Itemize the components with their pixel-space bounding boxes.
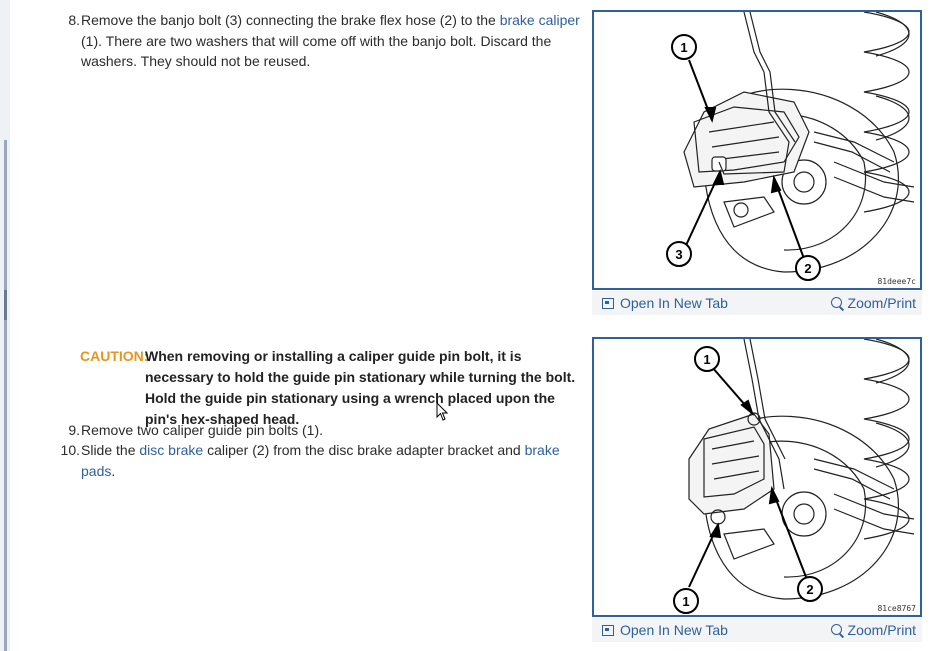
callout-label: 3	[675, 247, 682, 262]
figure-code: 81ce8767	[877, 604, 916, 613]
step-number: 8.	[68, 12, 80, 28]
caution-text: When removing or installing a caliper gu…	[145, 348, 576, 427]
callout-label: 1	[682, 594, 689, 609]
brake-caliper-illustration: 1 2 1	[673, 339, 915, 614]
caution-label: CAUTION:	[80, 348, 149, 364]
new-tab-icon	[602, 625, 614, 636]
mouse-cursor-icon	[436, 402, 448, 421]
left-scroll-rail[interactable]	[0, 0, 10, 651]
magnifier-icon	[830, 297, 842, 308]
step-number: 9.	[68, 422, 80, 438]
step-text: Remove the banjo bolt (3) connecting the…	[81, 12, 580, 69]
figure-code: 81deee7c	[877, 277, 916, 286]
open-in-new-tab-button[interactable]: Open In New Tab	[602, 295, 728, 311]
disc-brake-link[interactable]: disc brake	[139, 442, 204, 458]
callout-label: 1	[680, 40, 687, 55]
brake-pads-link[interactable]: brake pads	[81, 442, 560, 479]
step-text: Slide the disc brake caliper (2) from th…	[81, 442, 560, 479]
magnifier-icon	[830, 624, 842, 635]
figure-actions: Open In New Tab Zoom/Print	[592, 291, 922, 315]
open-in-new-tab-button[interactable]: Open In New Tab	[602, 622, 728, 638]
step-number: 10.	[60, 442, 80, 458]
step-text: Remove two caliper guide pin bolts (1).	[81, 422, 324, 438]
brake-caliper-link[interactable]: brake caliper	[499, 12, 580, 28]
callout-label: 2	[806, 582, 813, 597]
rail-bar	[4, 140, 7, 651]
brake-caliper-illustration: 1 2 3	[666, 12, 915, 281]
figure-2: 1 2 1 81ce8767 Open In New Tab Zoom/Prin…	[592, 337, 922, 645]
figure-actions: Open In New Tab Zoom/Print	[592, 618, 922, 642]
zoom-print-button[interactable]: Zoom/Print	[830, 295, 916, 311]
figure-1: 1 2 3 81deee7c Open In New Tab Zoom/Prin…	[592, 10, 922, 316]
rail-thumb[interactable]	[4, 290, 7, 320]
figure-image[interactable]: 1 2 3 81deee7c	[592, 10, 922, 290]
zoom-print-button[interactable]: Zoom/Print	[830, 622, 916, 638]
new-tab-icon	[602, 298, 614, 309]
callout-label: 2	[804, 261, 811, 276]
figure-image[interactable]: 1 2 1 81ce8767	[592, 337, 922, 617]
callout-label: 1	[703, 352, 710, 367]
